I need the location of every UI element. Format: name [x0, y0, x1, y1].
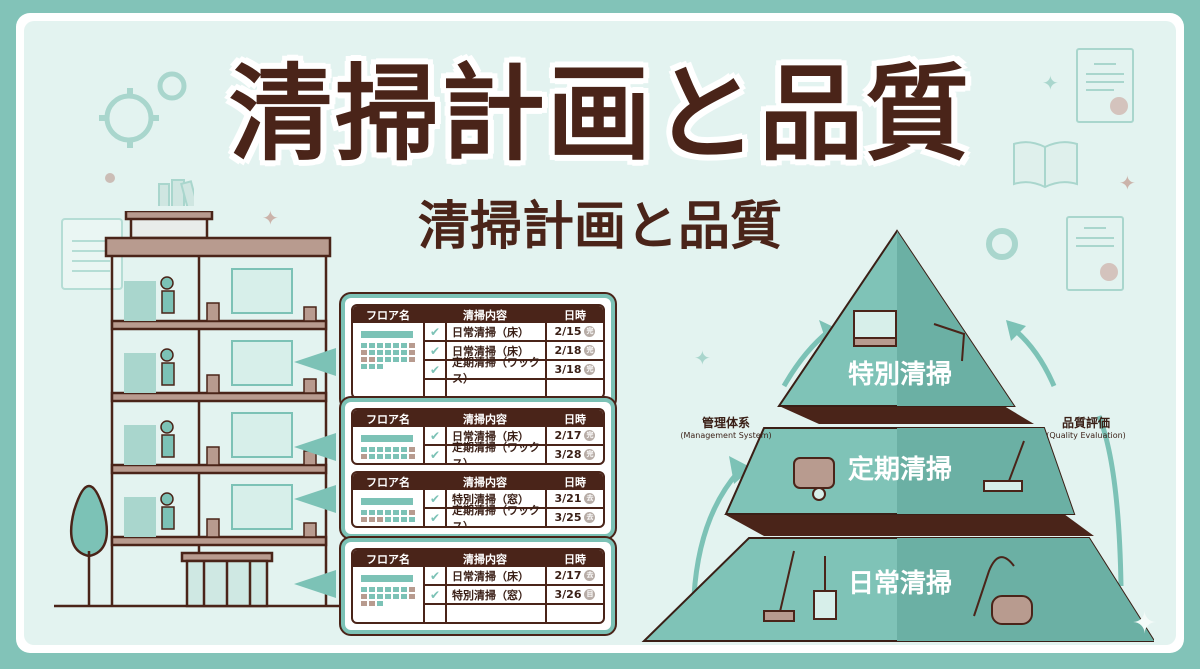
check-icon: ✔ [425, 586, 447, 603]
header-task: 清掃内容 [463, 308, 507, 322]
status-badge: 去 [584, 570, 596, 581]
check-icon: ✔ [425, 323, 447, 340]
arrow-head-icon [1006, 320, 1026, 341]
header-date: 日時 [564, 308, 586, 322]
calendar-icon [353, 567, 425, 622]
tier-label-periodic: 定期清掃 [847, 455, 952, 485]
header-floor: フロア名 [366, 308, 410, 322]
check-icon: ✔ [425, 509, 447, 526]
quality-evaluation-label: 品質評価 (Quality Evaluation) [1046, 416, 1126, 440]
decor-gears-books-icon [99, 71, 194, 206]
canvas: ✦ ✦ ✦ ✦ 清掃計画と品質 清掃計画と品質 [24, 21, 1176, 645]
check-icon: ✔ [425, 567, 447, 584]
check-icon: ✔ [425, 446, 447, 463]
decor-certificate-icon-2 [1066, 216, 1124, 291]
sparkle-icon: ✦ [262, 206, 279, 230]
cleaner-figure [160, 276, 175, 530]
arrow-right-upper [1014, 329, 1057, 387]
arrow-head-icon [729, 456, 752, 484]
check-icon: ✔ [425, 342, 447, 359]
decor-document-icon [61, 218, 123, 290]
status-badge: 去 [584, 493, 596, 504]
building-illustration [54, 211, 344, 608]
tier-label-special: 特別清掃 [847, 360, 952, 390]
sparkle-watermark-icon: ✦ [1132, 606, 1158, 641]
pressure-washer-icon [933, 323, 966, 362]
table-row [425, 605, 603, 622]
decor-book-icon [1013, 141, 1078, 189]
page-subtitle: 清掃計画と品質 [417, 197, 782, 257]
sparkle-icon: ✦ [1119, 171, 1136, 195]
management-system-label: 管理体系 (Management System) [680, 416, 772, 440]
callout-pointer [294, 485, 336, 513]
check-icon: ✔ [425, 427, 447, 444]
callout-pointer [294, 570, 336, 598]
floor-scrubber-icon [793, 457, 835, 489]
status-badge: 完 [584, 364, 596, 375]
callout-pointer [294, 433, 336, 461]
table-row [425, 380, 603, 397]
pyramid-diagram [641, 229, 1154, 642]
broom-icon [778, 550, 795, 617]
check-icon: ✔ [425, 490, 447, 507]
sparkle-icon: ✦ [1042, 71, 1059, 95]
status-badge: 完 [584, 449, 596, 460]
status-badge: 完 [584, 326, 596, 337]
sparkle-icon: ✦ [694, 346, 711, 370]
status-badge: 完 [584, 430, 596, 441]
decor-certificate-icon [1076, 48, 1134, 123]
arrow-left-lower [691, 469, 741, 597]
callout-pointer [294, 348, 336, 376]
status-badge: 去 [584, 512, 596, 523]
tier-label-daily: 日常清掃 [847, 569, 952, 599]
calendar-icon [353, 323, 425, 397]
page-title: 清掃計画と品質 [228, 53, 971, 175]
vacuum-icon [991, 595, 1033, 625]
status-badge: 完 [584, 345, 596, 356]
check-icon: ✔ [425, 361, 447, 378]
floor-polisher-icon [983, 480, 1023, 492]
decor-gear-icon [986, 228, 1018, 260]
calendar-icon [353, 490, 425, 526]
calendar-icon [353, 427, 425, 463]
arrow-right-lower [1096, 415, 1124, 587]
status-badge: 目 [584, 589, 596, 600]
